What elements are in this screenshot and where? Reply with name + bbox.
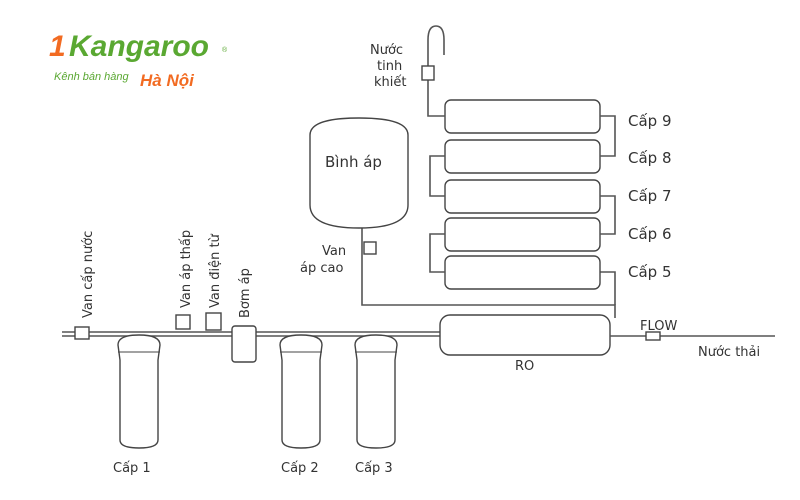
logo-registered: ® <box>222 46 228 54</box>
filter-housing-1 <box>117 334 161 449</box>
booster-pump <box>231 325 257 363</box>
post-filters <box>429 99 616 290</box>
label-cap-6: Cấp 6 <box>628 225 672 243</box>
cartridge-5 <box>444 255 601 290</box>
solenoid-valve <box>205 312 222 331</box>
cartridge-7 <box>444 179 601 214</box>
label-nuoc-thai: Nước thải <box>698 345 760 360</box>
flow-restrictor <box>645 331 661 341</box>
label-bom-ap: Bơm áp <box>238 268 253 318</box>
post-filter-pipe <box>600 271 616 305</box>
label-cap-9: Cấp 9 <box>628 112 672 130</box>
inlet-valve <box>74 326 90 340</box>
label-binh-ap: Bình áp <box>325 153 382 171</box>
faucet-handle <box>421 65 435 81</box>
label-nuoc: Nước <box>370 43 403 58</box>
label-van-dien-tu: Van điện từ <box>208 233 223 308</box>
label-cap-8: Cấp 8 <box>628 149 672 167</box>
kangaroo-logo: 1 Kangaroo ® Kênh bán hàng Hà Nội <box>49 30 228 90</box>
filter-housing-3 <box>354 334 398 449</box>
product-pipe <box>361 245 616 318</box>
label-khiet: khiết <box>374 75 406 90</box>
label-van-cap-nuoc: Van cấp nước <box>81 231 96 318</box>
faucet <box>427 25 445 117</box>
cartridge-9 <box>444 99 601 134</box>
label-ro: RO <box>515 359 534 374</box>
logo-one: 1 <box>49 30 66 63</box>
label-cap-2: Cấp 2 <box>281 461 319 476</box>
label-cap-3: Cấp 3 <box>355 461 393 476</box>
cartridge-8 <box>444 139 601 174</box>
label-van-ap-cao-2: áp cao <box>300 261 343 276</box>
logo-city: Hà Nội <box>140 71 195 90</box>
label-tinh: tinh <box>377 59 402 74</box>
ro-membrane-housing <box>439 314 611 356</box>
high-pressure-valve <box>363 241 377 255</box>
cartridge-6 <box>444 217 601 252</box>
label-flow: FLOW <box>640 319 677 334</box>
label-cap-5: Cấp 5 <box>628 263 672 281</box>
low-pressure-valve <box>175 314 191 330</box>
pressure-tank <box>309 117 409 229</box>
label-cap-7: Cấp 7 <box>628 187 672 205</box>
logo-tagline: Kênh bán hàng <box>54 71 130 83</box>
label-van-ap-thap: Van áp thấp <box>179 230 194 308</box>
label-van-ap-cao-1: Van <box>322 244 346 259</box>
filter-housing-2 <box>279 334 323 449</box>
logo-brand: Kangaroo <box>69 30 209 63</box>
cartridge-links <box>429 115 616 273</box>
label-cap-1: Cấp 1 <box>113 461 151 476</box>
